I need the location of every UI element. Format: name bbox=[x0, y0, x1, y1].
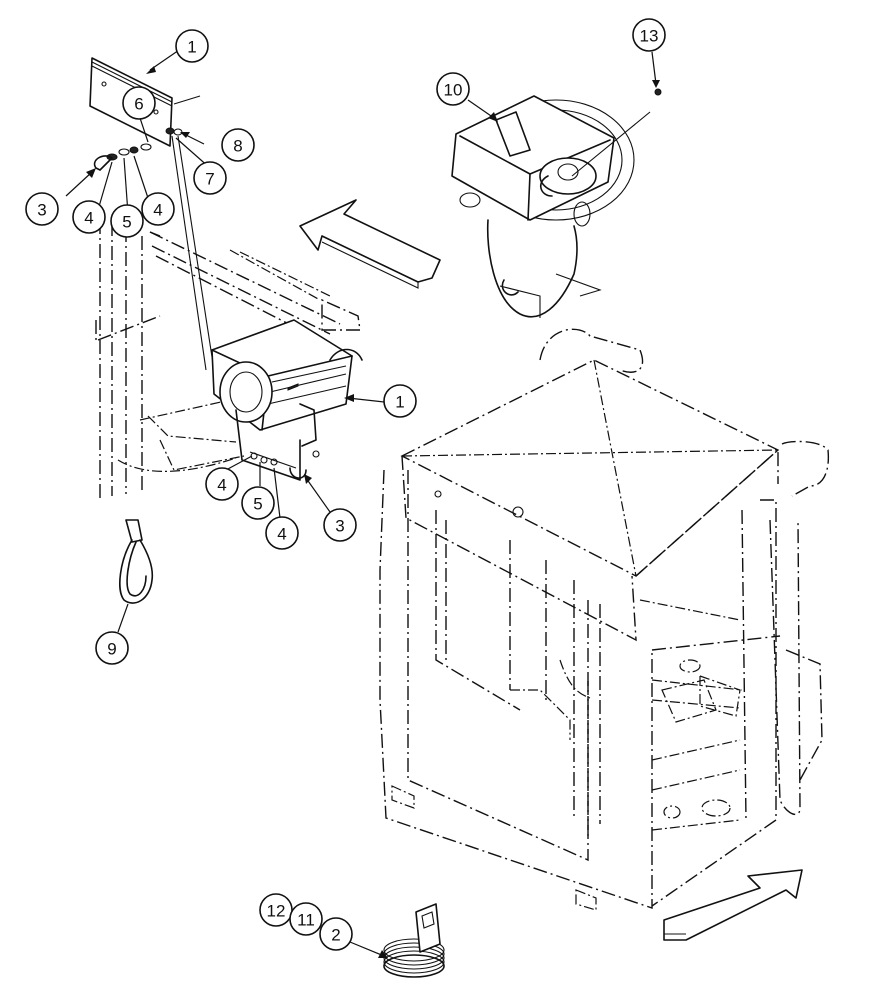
callout-1-top-label: 1 bbox=[187, 38, 196, 57]
callout-4-b-label: 4 bbox=[153, 201, 162, 220]
callout-2-label: 2 bbox=[331, 926, 340, 945]
callout-10: 10 bbox=[436, 72, 470, 106]
callout-2: 2 bbox=[319, 917, 353, 951]
callout-4-c: 4 bbox=[205, 467, 239, 501]
callout-3-left-label: 3 bbox=[37, 201, 46, 220]
callout-6: 6 bbox=[122, 86, 156, 120]
callout-4-a: 4 bbox=[72, 200, 106, 234]
callout-10-label: 10 bbox=[444, 81, 463, 100]
callout-12-label: 12 bbox=[267, 902, 286, 921]
direction-arrow-bottom bbox=[663, 869, 803, 941]
callout-5-a: 5 bbox=[110, 204, 144, 238]
wire-coil bbox=[349, 903, 445, 978]
callout-1-top: 1 bbox=[175, 29, 209, 63]
callout-3-right: 3 bbox=[323, 508, 357, 542]
callout-4-d-label: 4 bbox=[277, 525, 286, 544]
console-assembly bbox=[211, 319, 385, 519]
callout-4-d: 4 bbox=[265, 516, 299, 550]
callout-4-a-label: 4 bbox=[84, 209, 93, 228]
callout-6-label: 6 bbox=[134, 95, 143, 114]
hardware-top-cluster bbox=[65, 117, 215, 371]
steering-column bbox=[451, 51, 662, 318]
callout-12: 12 bbox=[259, 893, 293, 927]
callout-8: 8 bbox=[221, 128, 255, 162]
callout-3-right-label: 3 bbox=[335, 517, 344, 536]
callout-13: 13 bbox=[632, 18, 666, 52]
cab-structure bbox=[379, 328, 830, 911]
callout-1-mid-label: 1 bbox=[395, 393, 404, 412]
callout-9-label: 9 bbox=[107, 640, 116, 659]
callout-3-left: 3 bbox=[25, 192, 59, 226]
callout-5-b-label: 5 bbox=[253, 495, 262, 514]
direction-arrow-top bbox=[299, 199, 441, 289]
callout-5-b: 5 bbox=[241, 486, 275, 520]
callout-7-label: 7 bbox=[205, 170, 214, 189]
callout-11-label: 11 bbox=[297, 911, 315, 930]
callout-7: 7 bbox=[193, 161, 227, 195]
callout-4-c-label: 4 bbox=[217, 476, 226, 495]
cable-tie bbox=[117, 519, 154, 633]
callout-8-label: 8 bbox=[233, 137, 242, 156]
callout-1-mid: 1 bbox=[383, 384, 417, 418]
callout-5-a-label: 5 bbox=[122, 213, 131, 232]
callout-11: 11 bbox=[289, 902, 323, 936]
callout-9: 9 bbox=[95, 631, 129, 665]
callout-4-b: 4 bbox=[141, 192, 175, 226]
callout-13-label: 13 bbox=[640, 27, 659, 46]
